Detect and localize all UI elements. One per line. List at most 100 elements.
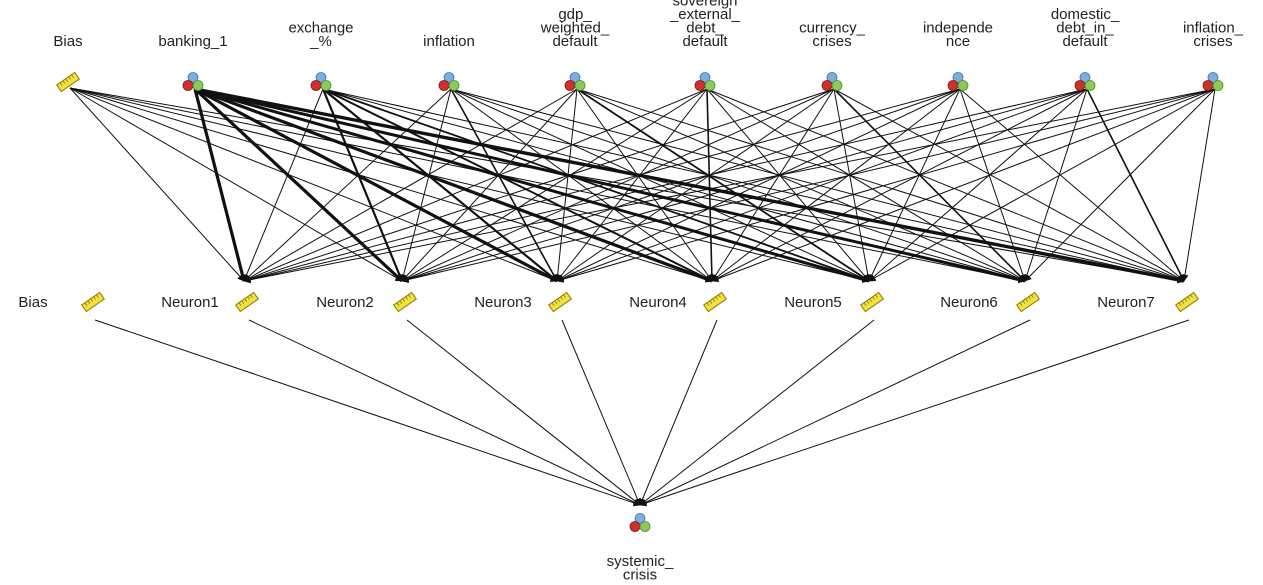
- connection-domestic-to-n3: [556, 88, 1088, 283]
- connection-inflation_crises-to-n3: [556, 88, 1216, 283]
- connection-inflation_crises-to-n4: [711, 88, 1216, 283]
- connection-inflation-to-n1: [243, 88, 452, 282]
- connection-sovereign-to-n1: [243, 88, 708, 282]
- connection-exchange-to-n4: [322, 88, 713, 282]
- input-label-line: exchange: [288, 20, 353, 37]
- hidden-n4-bias-ruler-icon: [702, 291, 728, 313]
- output-label-systemic-crisis: systemic_crisis: [607, 553, 674, 584]
- hidden-label-n6: Neuron6: [940, 294, 998, 311]
- input-label-line: currency_: [799, 20, 866, 37]
- connection-inflation_crises-to-n5: [868, 88, 1216, 282]
- connection-layer: [69, 87, 1216, 507]
- output-label-line: crisis: [623, 567, 657, 584]
- connection-n4-to-output: [639, 319, 718, 506]
- connection-domestic-to-n4: [711, 88, 1088, 282]
- connection-gdp-to-n2: [401, 88, 578, 282]
- connection-independence-to-n4: [711, 88, 961, 282]
- input-label-line: inflation: [423, 33, 475, 50]
- connection-inflation_crises-to-n7: [1181, 88, 1216, 282]
- connection-n7-to-output: [639, 319, 1190, 507]
- hidden-label-n1: Neuron1: [161, 294, 219, 311]
- connection-sovereign-to-n2: [401, 88, 708, 282]
- hidden-n2-bias-ruler-icon: [392, 291, 418, 313]
- input-label-line: default: [682, 33, 728, 50]
- banking-1-nominal-variable-icon: [182, 72, 204, 91]
- input-label-line: crises: [1193, 33, 1232, 50]
- input-label-line: debt_: [686, 20, 724, 37]
- connection-inflation-to-n4: [450, 88, 713, 282]
- input-label-line: _external_: [669, 6, 741, 23]
- connection-exchange-to-n1: [243, 88, 324, 282]
- domestic-nominal-variable-icon: [1074, 72, 1096, 91]
- gdp-nominal-variable-icon: [564, 72, 586, 91]
- connection-domestic-to-n2: [401, 88, 1088, 283]
- input-label-line: debt_in_: [1056, 20, 1114, 37]
- input-label-line: sovereign: [672, 0, 737, 10]
- hidden-label-bias: Bias: [18, 294, 47, 311]
- input-label-inflation: inflation: [423, 33, 475, 50]
- input-label-line: inflation_: [1183, 20, 1244, 37]
- input-label-inflation-crises: inflation_crises: [1183, 20, 1244, 51]
- connection-banking_1-to-n5: [194, 87, 870, 283]
- input-label-line: nce: [946, 33, 970, 50]
- connection-independence-to-n6: [959, 88, 1027, 282]
- connection-banking_1-to-n6: [194, 87, 1026, 283]
- connection-gdp-to-n3: [554, 88, 578, 282]
- connection-independence-to-n1: [243, 88, 961, 283]
- connection-sovereign-to-n5: [706, 88, 870, 282]
- connection-bias-to-n6: [69, 87, 1026, 284]
- connection-bias-to-n1: [69, 87, 245, 282]
- input-label-line: default: [552, 33, 598, 50]
- currency-nominal-variable-icon: [821, 72, 843, 91]
- hidden-n1-bias-ruler-icon: [234, 291, 260, 313]
- connection-sovereign-to-n3: [556, 88, 708, 282]
- output-systemic-crisis-nominal-variable-icon: [629, 513, 651, 532]
- input-label-sovereign: sovereign_external_debt_default: [669, 0, 741, 50]
- hidden-label-n4: Neuron4: [629, 294, 687, 311]
- connection-inflation-to-n6: [450, 88, 1026, 283]
- connection-exchange-to-n2: [321, 88, 404, 282]
- hidden-label-n3: Neuron3: [474, 294, 532, 311]
- connection-inflation-to-n2: [400, 88, 452, 282]
- connection-currency-to-n1: [243, 88, 835, 283]
- connection-n5-to-output: [639, 319, 875, 506]
- connection-bias-to-output: [94, 319, 641, 507]
- input-label-exchange: exchange_%: [288, 20, 353, 51]
- connection-currency-to-n2: [401, 88, 835, 282]
- connection-independence-to-n3: [556, 88, 961, 282]
- input-label-line: Bias: [53, 33, 82, 50]
- connection-exchange-to-n5: [322, 88, 870, 283]
- connection-gdp-to-n4: [576, 88, 713, 282]
- inflation-nominal-variable-icon: [438, 72, 460, 91]
- connection-gdp-to-n5: [576, 88, 870, 282]
- hidden-label-n7: Neuron7: [1097, 294, 1155, 311]
- input-label-line: domestic_: [1051, 6, 1120, 23]
- sovereign-nominal-variable-icon: [694, 72, 716, 91]
- hidden-n3-bias-ruler-icon: [547, 291, 573, 313]
- independence-nominal-variable-icon: [947, 72, 969, 91]
- connection-inflation_crises-to-n6: [1024, 88, 1216, 282]
- input-label-line: banking_1: [158, 33, 227, 50]
- connection-inflation-to-n5: [450, 88, 870, 282]
- input-label-line: default: [1062, 33, 1108, 50]
- hidden-n5-bias-ruler-icon: [859, 291, 885, 313]
- inflation-crises-nominal-variable-icon: [1202, 72, 1224, 91]
- input-label-line: gdp_: [558, 6, 592, 23]
- hidden-label-n5: Neuron5: [784, 294, 842, 311]
- connection-banking_1-to-n3: [194, 87, 558, 283]
- connection-sovereign-to-n4: [706, 88, 716, 282]
- hidden-label-n2: Neuron2: [316, 294, 374, 311]
- hidden-n6-bias-ruler-icon: [1015, 291, 1041, 313]
- connection-inflation-to-n7: [450, 88, 1185, 283]
- label-layer: Bias banking_1 exchange_% inflation gdp_weig…: [18, 0, 1243, 584]
- input-label-line: independe: [923, 20, 993, 37]
- input-label-line: weighted_: [540, 20, 610, 37]
- connection-domestic-to-n7: [1086, 88, 1185, 282]
- connection-domestic-to-n6: [1023, 88, 1088, 282]
- input-label-gdp: gdp_weighted_default: [540, 6, 610, 50]
- connection-independence-to-n2: [401, 88, 961, 283]
- connection-bias-to-n2: [69, 87, 403, 282]
- connection-gdp-to-n7: [576, 88, 1185, 283]
- connection-n6-to-output: [639, 319, 1031, 506]
